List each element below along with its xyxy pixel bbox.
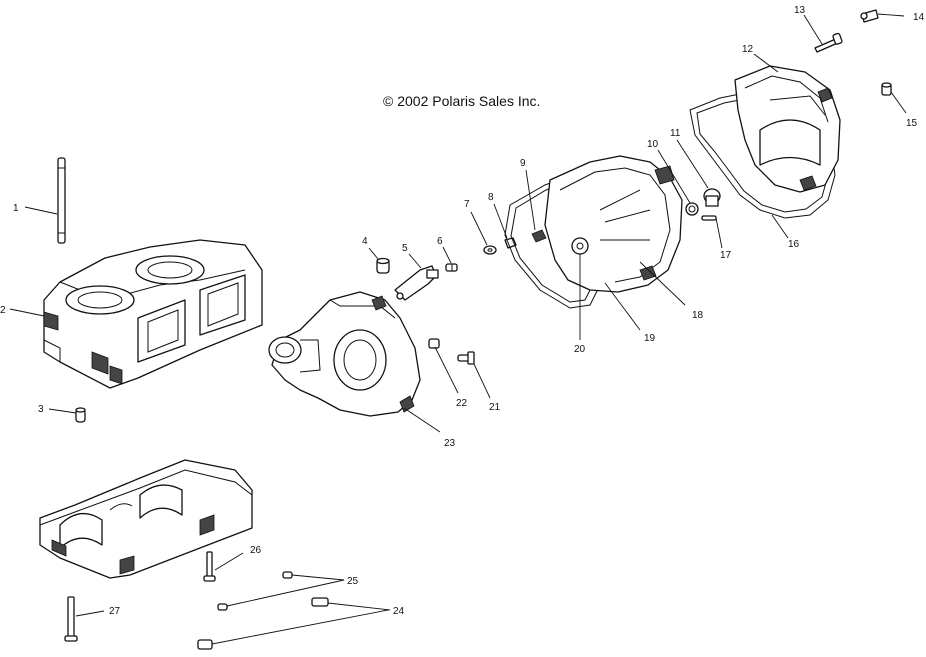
part-26-bolt — [203, 551, 216, 582]
callout-18: 18 — [692, 310, 704, 321]
callout-9: 9 — [520, 158, 526, 169]
callout-8: 8 — [488, 192, 494, 203]
part-5-lever — [394, 265, 439, 301]
callout-17: 17 — [720, 250, 732, 261]
part-27-long-bolt — [64, 596, 78, 642]
part-23-front-cover — [268, 291, 421, 417]
callout-23: 23 — [444, 438, 456, 449]
part-6-bolt — [445, 263, 458, 272]
part-10-o-ring — [685, 202, 699, 216]
callout-24: 24 — [393, 606, 405, 617]
part-2-upper-crankcase — [43, 239, 263, 389]
callout-22: 22 — [456, 398, 468, 409]
part-7-washer — [483, 245, 497, 255]
callout-10: 10 — [647, 139, 659, 150]
callout-19: 19 — [644, 333, 656, 344]
part-14-fitting — [860, 9, 879, 23]
part-11-bolt — [701, 215, 717, 221]
callout-15: 15 — [906, 118, 918, 129]
callout-25: 25 — [347, 576, 359, 587]
callout-16: 16 — [788, 239, 800, 250]
callout-labels: 1 2 3 4 5 6 7 8 9 10 11 12 13 14 15 16 1… — [0, 5, 925, 617]
part-12-back-plate — [734, 65, 841, 193]
lower-crankcase — [39, 459, 253, 579]
part-22-pin — [428, 338, 440, 349]
callout-2: 2 — [0, 305, 6, 316]
part-17-plug — [703, 188, 721, 207]
callout-26: 26 — [250, 545, 262, 556]
copyright-notice: © 2002 Polaris Sales Inc. — [383, 93, 540, 109]
part-24-bolts — [197, 597, 329, 650]
part-15-bolt — [881, 82, 892, 96]
callout-11: 11 — [670, 128, 681, 139]
part-4-bushing — [376, 257, 390, 274]
leader-lines — [9, 13, 907, 645]
callout-21: 21 — [489, 402, 501, 413]
part-21-bolt — [457, 351, 475, 365]
part-13-long-bolt — [814, 32, 843, 53]
callout-27: 27 — [109, 606, 121, 617]
callout-12: 12 — [742, 44, 754, 55]
callout-5: 5 — [402, 243, 408, 254]
part-18-main-cover — [544, 155, 683, 293]
callout-20: 20 — [574, 344, 586, 355]
part-25-bolts — [217, 571, 293, 611]
callout-6: 6 — [437, 236, 443, 247]
callout-1: 1 — [13, 203, 19, 214]
callout-7: 7 — [464, 199, 470, 210]
callout-3: 3 — [38, 404, 44, 415]
callout-13: 13 — [794, 5, 806, 16]
part-3-dowel-pin — [75, 407, 86, 423]
part-1-stud — [57, 157, 66, 244]
part-9-spring — [531, 229, 547, 243]
callout-14: 14 — [913, 12, 925, 23]
callout-4: 4 — [362, 236, 368, 247]
